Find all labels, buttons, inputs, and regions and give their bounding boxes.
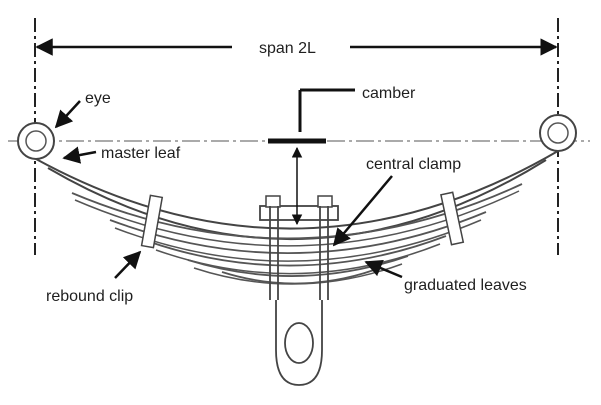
axle-bracket-hole [284,322,314,364]
graduated-leaf-2 [109,211,487,254]
eye-arrow [54,100,81,129]
central-clamp-arrow [332,175,393,247]
eye-label: eye [85,90,111,107]
graduated-leaves-arrow [364,259,403,279]
span-label: span 2L [259,40,316,57]
left-eye-inner [25,130,47,152]
left-eye-outer [17,122,55,160]
camber-label: camber [362,85,416,102]
rebound-clip-label: rebound clip [46,288,133,305]
graduated-leaves-label: graduated leaves [404,277,527,294]
graduated-leaf-5 [221,269,375,285]
graduated-leaf-1 [71,183,523,240]
rebound-clip-right [440,191,465,246]
master-leaf-top [35,150,559,230]
central-clamp-label: central clamp [366,156,461,173]
master-leaf-label: master leaf [101,145,181,162]
right-eye-outer [539,114,577,152]
graduated-leaf-1-bottom [74,190,520,247]
right-eye-inner [547,122,569,144]
graduated-leaf-3 [149,235,447,267]
master-leaf-arrow [62,146,97,164]
clamp-nut-left [265,195,281,208]
clamp-nut-right [317,195,333,208]
graduated-leaf-2-bottom [114,219,482,262]
rebound-clip-left [140,194,164,249]
rebound-clip-arrow [114,250,142,279]
clamp-plate [259,205,339,221]
